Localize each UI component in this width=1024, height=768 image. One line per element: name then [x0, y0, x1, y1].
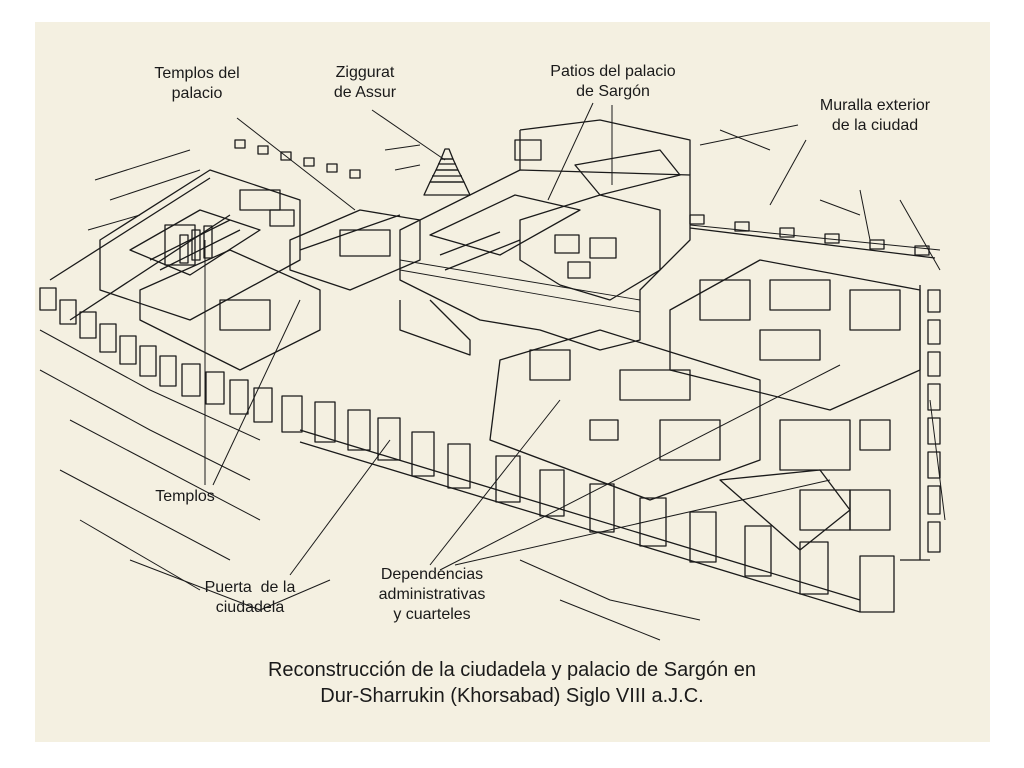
label-dependencias-line2: administrativas	[378, 586, 486, 603]
palace-temples	[289, 209, 421, 291]
label-templos-del-palacio-line2: palacio	[171, 85, 223, 102]
label-dependencias-line3: y cuarteles	[393, 606, 471, 623]
figure-caption-line2: Dur-Sharrukin (Khorsabad) Siglo VIII a.J…	[320, 685, 704, 707]
label-dependencias: Dependencias administrativas y cuarteles	[352, 565, 512, 625]
label-muralla-line2: de la ciudad	[831, 117, 919, 134]
citadel-wall-west	[39, 177, 303, 433]
label-patios-line1: Patios del palacio	[550, 63, 676, 80]
label-ziggurat: Ziggurat de Assur	[310, 63, 420, 103]
label-ziggurat-line1: Ziggurat	[335, 64, 395, 81]
figure-caption-line1: Reconstrucción de la ciudadela y palacio…	[267, 659, 757, 681]
label-ziggurat-line2: de Assur	[333, 84, 397, 101]
outer-wall-top	[234, 139, 936, 259]
page-sheet	[35, 22, 990, 742]
label-templos: Templos	[135, 487, 235, 507]
label-dependencias-line1: Dependencias	[380, 566, 484, 583]
citadel-wall-south	[299, 401, 895, 613]
administrative-buildings	[489, 259, 921, 551]
label-puerta-line2: ciudadela	[215, 599, 285, 616]
temples-complex	[99, 169, 321, 371]
label-puerta: Puerta de la ciudadela	[185, 578, 315, 618]
label-patios: Patios del palacio de Sargón	[518, 62, 708, 102]
ground-lines	[39, 129, 946, 641]
label-muralla-line1: Muralla exterior	[819, 97, 931, 114]
leader-lines	[204, 102, 841, 576]
palace-of-sargon	[399, 119, 691, 356]
label-templos-del-palacio-line1: Templos del	[154, 65, 240, 82]
label-templos-del-palacio: Templos del palacio	[132, 64, 262, 104]
label-patios-line2: de Sargón	[576, 83, 650, 100]
label-puerta-line1: Puerta de la	[204, 579, 296, 596]
label-templos-line1: Templos	[155, 488, 215, 505]
label-muralla: Muralla exterior de la ciudad	[790, 96, 960, 136]
ziggurat	[423, 148, 471, 196]
